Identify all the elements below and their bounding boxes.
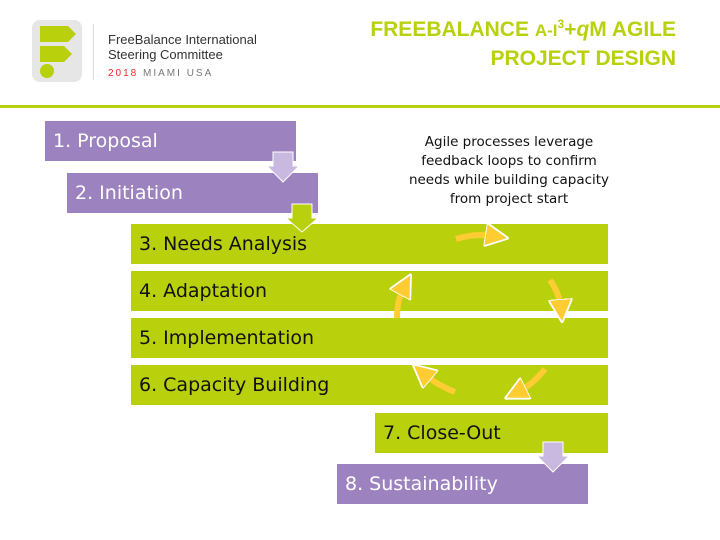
step-implementation: 5. Implementation [131,318,608,358]
down-arrow-icon [284,203,320,233]
step-initiation: 2. Initiation [67,173,318,213]
step-adaptation: 4. Adaptation [131,271,608,311]
cycle-arrow-icon [455,235,494,239]
page-title: FREEBALANCE A-I3+qM AGILE PROJECT DESIGN [370,17,676,70]
down-arrow-icon [265,151,301,183]
logo-text-line2: Steering Committee [108,47,223,62]
down-arrow-icon [535,441,571,473]
cycle-arrow-icon [547,278,561,308]
header-divider [0,105,720,108]
logo-text-line1: FreeBalance International [108,32,257,47]
step-sustainability: 8. Sustainability [337,464,588,504]
cycle-arrow-icon [424,374,457,395]
step-close-out: 7. Close-Out [375,413,608,453]
step-needs-analysis: 3. Needs Analysis [131,224,608,264]
cycle-arrow-icon [518,367,548,392]
step-proposal: 1. Proposal [45,121,296,161]
agile-note: Agile processes leverage feedback loops … [408,134,610,207]
freebalance-logo [32,20,82,82]
cycle-arrow-icon [397,287,404,319]
logo-year: 2018 [108,68,139,79]
logo-location: MIAMI USA [143,68,214,79]
